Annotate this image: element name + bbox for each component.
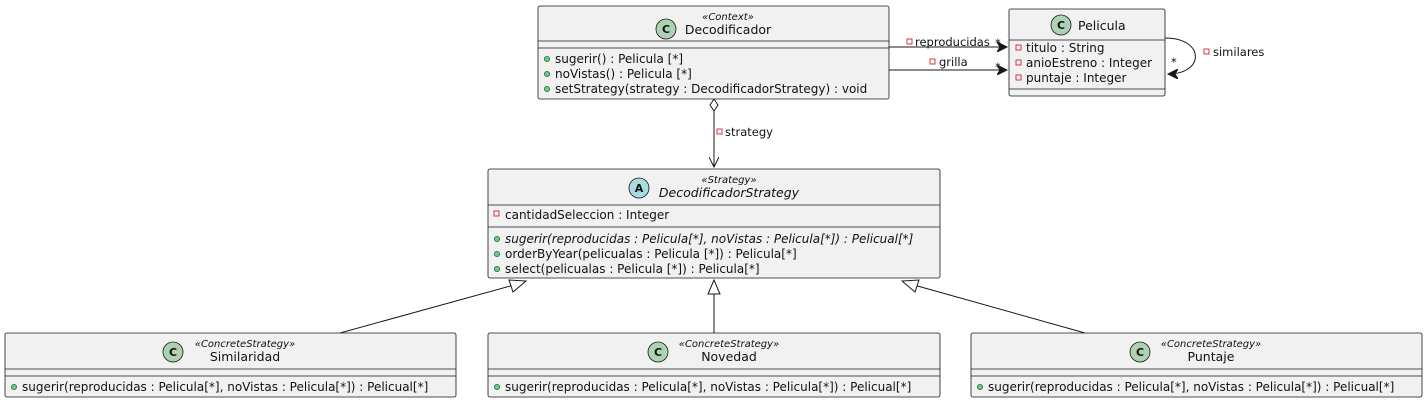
class-stereotype: «ConcreteStrategy»: [1161, 339, 1261, 350]
class-similaridad[interactable]: C «ConcreteStrategy» Similaridad sugerir…: [4, 332, 457, 398]
association-reproducidas-multiplicity: *: [995, 36, 1001, 50]
private-marker-icon: [1015, 44, 1022, 51]
class-badge-letter: C: [654, 346, 662, 359]
private-marker-icon: [1203, 48, 1210, 55]
class-decodificador-strategy[interactable]: A «Strategy» DecodificadorStrategy canti…: [487, 168, 941, 279]
public-marker-icon: [493, 383, 500, 390]
public-marker-icon: [493, 250, 500, 257]
private-marker-icon: [1015, 74, 1022, 81]
association-strategy: strategy: [709, 98, 773, 167]
generalization-novedad: [707, 278, 721, 333]
association-strategy-label: strategy: [725, 125, 773, 139]
class-puntaje[interactable]: C «ConcreteStrategy» Puntaje sugerir(rep…: [970, 332, 1423, 398]
association-similares-label: similares: [1213, 45, 1264, 59]
generalization-similaridad: [339, 279, 528, 334]
inheritance-arrow-icon: [707, 278, 721, 295]
class-badge-letter: C: [1057, 19, 1065, 32]
class-attribute: puntaje : Integer: [1026, 71, 1127, 85]
association-similares-line: [1164, 37, 1196, 74]
class-operation: setStrategy(strategy : DecodificadorStra…: [555, 82, 867, 96]
association-similares: similares *: [1164, 37, 1264, 74]
class-name: Puntaje: [1188, 349, 1235, 364]
class-attribute: cantidadSeleccion : Integer: [505, 208, 669, 222]
class-attribute: titulo : String: [1026, 41, 1105, 55]
private-marker-icon: [906, 38, 913, 45]
class-badge-letter: C: [662, 23, 670, 36]
class-stereotype: «ConcreteStrategy»: [195, 339, 295, 350]
inheritance-arrow-icon: [508, 279, 528, 293]
private-marker-icon: [493, 210, 500, 217]
class-box: [970, 332, 1423, 398]
public-marker-icon: [544, 56, 551, 63]
public-marker-icon: [493, 235, 500, 242]
class-badge-letter: A: [635, 182, 644, 195]
class-name: Novedad: [701, 349, 757, 364]
association-reproducidas: reproducidas *: [889, 35, 1007, 50]
class-box: [487, 332, 941, 398]
class-operation: sugerir(reproducidas : Pelicula[*], noVi…: [22, 380, 428, 394]
class-name: Pelicula: [1078, 18, 1126, 33]
private-marker-icon: [1015, 59, 1022, 66]
inheritance-arrow-icon: [900, 279, 920, 293]
class-box: [487, 168, 941, 279]
class-operation: sugerir(reproducidas : Pelicula[*], noVi…: [988, 380, 1394, 394]
association-grilla: grilla *: [889, 55, 1007, 74]
class-operation: sugerir() : Pelicula [*]: [555, 52, 683, 66]
class-operation: orderByYear(pelicualas : Pelicula [*]) :…: [505, 247, 797, 261]
abstract-badge-icon: [628, 177, 650, 199]
public-marker-icon: [977, 383, 984, 390]
class-stereotype: «Context»: [702, 12, 754, 23]
class-stereotype: «Strategy»: [701, 175, 756, 186]
private-marker-icon: [929, 58, 936, 65]
class-operation: sugerir(reproducidas : Pelicula[*], noVi…: [505, 232, 914, 246]
generalization-puntaje: [900, 279, 1086, 334]
class-stereotype: «ConcreteStrategy»: [679, 339, 779, 350]
generalization-similaridad-line: [339, 284, 515, 334]
class-badge-icon: [655, 18, 677, 40]
association-grilla-multiplicity: *: [995, 60, 1001, 74]
class-badge-icon: [162, 341, 184, 363]
class-decodificador[interactable]: C «Context» Decodificador sugerir() : Pe…: [537, 5, 890, 100]
class-name: Similaridad: [210, 349, 280, 364]
class-badge-letter: C: [169, 346, 177, 359]
public-marker-icon: [544, 86, 551, 93]
class-badge-icon: [1050, 14, 1072, 36]
generalization-puntaje-line: [913, 284, 1086, 334]
class-operation: noVistas() : Pelicula [*]: [555, 67, 692, 81]
aggregation-diamond-icon: [709, 98, 719, 112]
class-badge-letter: C: [1136, 346, 1144, 359]
class-attribute: anioEstreno : Integer: [1026, 56, 1152, 70]
class-box: [4, 332, 457, 398]
class-name: Decodificador: [685, 22, 772, 37]
public-marker-icon: [10, 383, 17, 390]
class-name: DecodificadorStrategy: [659, 185, 800, 200]
class-operation: select(pelicualas : Pelicula [*]) : Peli…: [505, 262, 760, 276]
class-badge-icon: [1129, 341, 1151, 363]
class-novedad[interactable]: C «ConcreteStrategy» Novedad sugerir(rep…: [487, 332, 941, 398]
class-box: [1008, 8, 1166, 97]
class-operation: sugerir(reproducidas : Pelicula[*], noVi…: [505, 380, 911, 394]
class-box: [537, 5, 890, 100]
private-marker-icon: [716, 128, 723, 135]
public-marker-icon: [493, 265, 500, 272]
association-similares-multiplicity: *: [1171, 55, 1177, 69]
association-grilla-label: grilla: [939, 55, 968, 69]
association-reproducidas-label: reproducidas: [915, 35, 990, 49]
class-badge-icon: [647, 341, 669, 363]
class-pelicula[interactable]: C Pelicula titulo : String anioEstreno :…: [1008, 8, 1166, 97]
public-marker-icon: [544, 71, 551, 78]
